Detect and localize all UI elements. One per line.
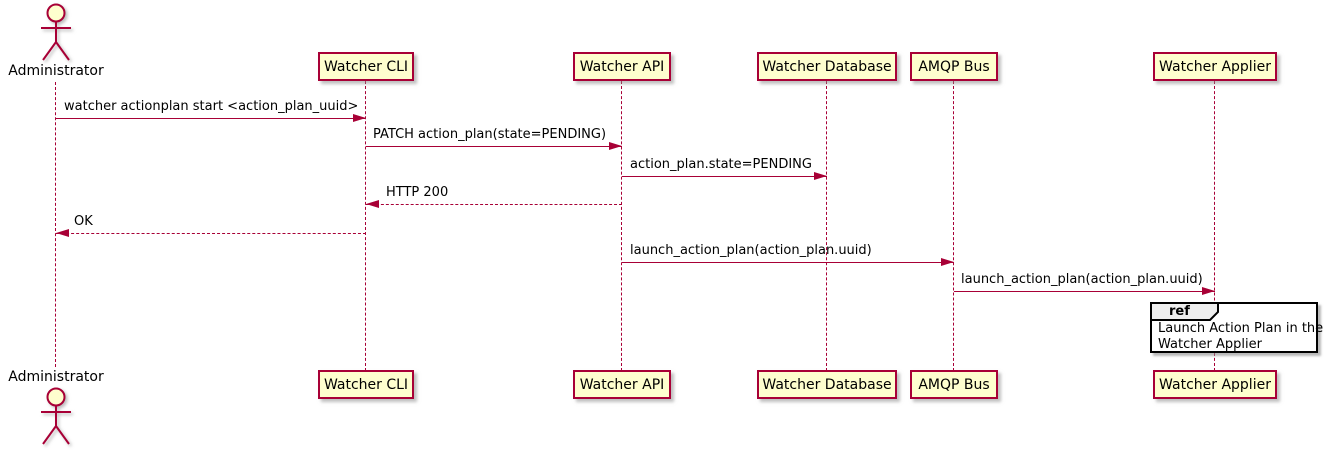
participant-top-watcher-applier: Watcher Applier: [1153, 52, 1277, 81]
lifeline-administrator: [55, 82, 56, 367]
message-arrowhead-6: [1202, 287, 1215, 295]
participant-name: Watcher CLI: [323, 58, 409, 75]
ref-keyword-text: ref: [1169, 304, 1190, 319]
ref-line-1: Watcher Applier: [1158, 337, 1262, 352]
message-arrowhead-2: [814, 172, 827, 180]
participant-name: Watcher Applier: [1159, 376, 1271, 393]
message-line-3: [366, 204, 622, 205]
participant-top-watcher-database: Watcher Database: [757, 52, 897, 81]
lifeline-watcher-database: [826, 81, 827, 371]
message-text: launch_action_plan(action_plan.uuid): [961, 272, 1203, 287]
participant-bottom-watcher-cli: Watcher CLI: [318, 370, 414, 399]
participant-top-amqp-bus: AMQP Bus: [910, 52, 998, 81]
actor-bottom-label-administrator: Administrator: [1, 369, 111, 385]
message-text: PATCH action_plan(state=PENDING): [373, 127, 607, 142]
participant-name: Watcher API: [579, 376, 665, 393]
ref-keyword: ref: [1169, 304, 1190, 320]
message-line-5: [622, 262, 954, 263]
message-label-0: watcher actionplan start <action_plan_uu…: [64, 99, 358, 115]
ref-tab: [1150, 302, 1220, 325]
participant-bottom-watcher-api: Watcher API: [573, 370, 671, 399]
actor-figure-icon: [41, 387, 71, 445]
message-line-1: [366, 146, 622, 147]
message-line-6: [954, 291, 1215, 292]
actor-bottom-administrator: [34, 386, 78, 452]
actor-name: Administrator: [8, 63, 104, 79]
message-text: watcher actionplan start <action_plan_uu…: [64, 99, 359, 114]
message-label-1: PATCH action_plan(state=PENDING): [373, 127, 606, 143]
message-label-2: action_plan.state=PENDING: [630, 157, 812, 173]
participant-top-watcher-cli: Watcher CLI: [318, 52, 414, 81]
lifeline-watcher-cli: [365, 81, 366, 371]
participant-name: AMQP Bus: [918, 376, 990, 393]
ref-line-0: Launch Action Plan in the: [1158, 321, 1324, 336]
participant-top-watcher-api: Watcher API: [573, 52, 671, 81]
message-line-0: [56, 118, 366, 119]
participant-name: Watcher Database: [762, 376, 892, 393]
message-label-4: OK: [74, 214, 93, 230]
message-line-4: [56, 233, 366, 234]
lifeline-amqp-bus: [953, 81, 954, 371]
actor-figure-icon: [41, 3, 71, 61]
message-label-5: launch_action_plan(action_plan.uuid): [630, 243, 872, 259]
message-label-6: launch_action_plan(action_plan.uuid): [961, 272, 1203, 288]
participant-name: Watcher Applier: [1159, 58, 1271, 75]
message-arrowhead-4: [56, 229, 69, 237]
message-text: OK: [74, 214, 93, 229]
message-arrowhead-3: [366, 200, 379, 208]
message-arrowhead-5: [941, 258, 954, 266]
participant-bottom-amqp-bus: AMQP Bus: [910, 370, 998, 399]
message-label-3: HTTP 200: [386, 185, 448, 201]
message-arrowhead-1: [609, 142, 622, 150]
participant-name: Watcher CLI: [323, 376, 409, 393]
participant-name: Watcher Database: [762, 58, 892, 75]
actor-top-administrator: [34, 2, 78, 68]
message-text: HTTP 200: [386, 185, 449, 200]
participant-bottom-watcher-database: Watcher Database: [757, 370, 897, 399]
lifeline-watcher-api: [621, 81, 622, 371]
participant-bottom-watcher-applier: Watcher Applier: [1153, 370, 1277, 399]
message-text: action_plan.state=PENDING: [630, 157, 812, 172]
message-line-2: [622, 176, 827, 177]
participant-name: Watcher API: [579, 58, 665, 75]
message-text: launch_action_plan(action_plan.uuid): [630, 243, 872, 258]
message-arrowhead-0: [353, 114, 366, 122]
participant-name: AMQP Bus: [918, 58, 990, 75]
actor-name: Administrator: [8, 369, 104, 385]
lifeline-watcher-applier: [1214, 81, 1215, 371]
actor-top-label-administrator: Administrator: [1, 63, 111, 79]
